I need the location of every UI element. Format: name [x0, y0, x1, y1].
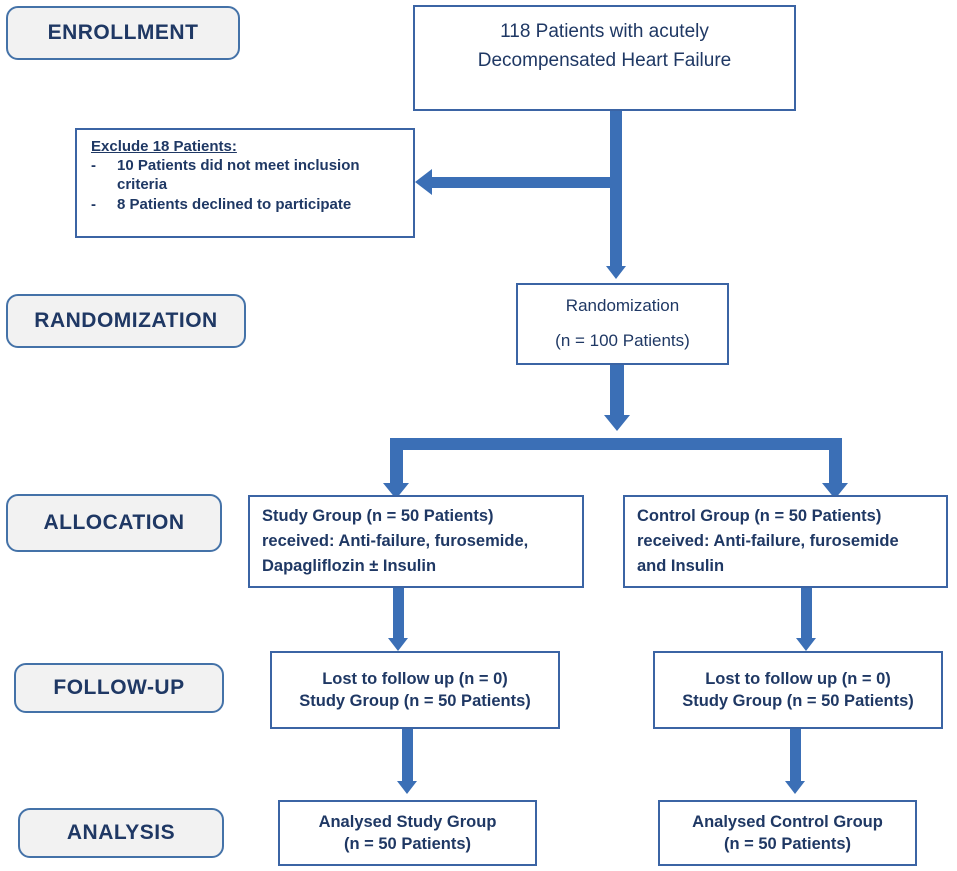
stage-label-analysis: ANALYSIS: [18, 808, 224, 858]
bullet-dash-icon: -: [91, 157, 96, 174]
box-study-group: Study Group (n = 50 Patients) received: …: [248, 495, 584, 588]
box-enrollment-line-2: Decompensated Heart Failure: [477, 50, 732, 72]
box-analysis-control: Analysed Control Group (n = 50 Patients): [658, 800, 917, 866]
connector-line-left-branch: [390, 438, 403, 486]
box-analysis-study-line-1: Analysed Study Group: [318, 812, 497, 831]
box-control-group-line-2: received: Anti-failure, furosemide: [637, 532, 899, 551]
stage-label-analysis-text: ANALYSIS: [66, 821, 176, 844]
connector-line: [610, 365, 624, 417]
exclusion-item: - 10 Patients did not meet inclusion cri…: [91, 157, 403, 195]
arrow-head-down-icon: [397, 781, 417, 794]
arrow-head-down-icon: [388, 638, 408, 651]
box-study-group-line-3: Dapagliflozin ± Insulin: [262, 556, 437, 575]
connector-line: [790, 729, 801, 783]
stage-label-allocation: ALLOCATION: [6, 494, 222, 552]
exclusion-item-text: 10 Patients did not meet inclusion crite…: [117, 157, 360, 193]
box-enrollment-line-1: 118 Patients with acutely: [500, 21, 709, 42]
box-followup-control: Lost to follow up (n = 0) Study Group (n…: [653, 651, 943, 729]
box-randomization-line-1: Randomization: [565, 296, 680, 316]
stage-label-enrollment: ENROLLMENT: [6, 6, 240, 60]
box-analysis-study-line-2: (n = 50 Patients): [344, 835, 471, 853]
box-study-group-line-2: received: Anti-failure, furosemide,: [262, 532, 529, 551]
box-analysis-study: Analysed Study Group (n = 50 Patients): [278, 800, 537, 866]
connector-line: [393, 588, 404, 640]
connector-line-right-branch: [829, 438, 842, 486]
arrow-head-down-icon: [796, 638, 816, 651]
arrow-head-down-icon: [604, 415, 630, 431]
box-control-group-line-3: and Insulin: [637, 556, 725, 575]
box-analysis-control-line-2: (n = 50 Patients): [724, 835, 851, 853]
box-study-group-line-1: Study Group (n = 50 Patients): [262, 507, 494, 526]
box-randomization-line-2: (n = 100 Patients): [555, 331, 690, 350]
box-exclusions: Exclude 18 Patients: - 10 Patients did n…: [75, 128, 415, 238]
connector-line: [402, 729, 413, 783]
box-followup-study-line-1: Lost to follow up (n = 0): [322, 669, 508, 688]
box-control-group: Control Group (n = 50 Patients) received…: [623, 495, 948, 588]
stage-label-followup: FOLLOW-UP: [14, 663, 224, 713]
arrow-head-left-icon: [415, 169, 432, 195]
connector-line: [610, 111, 622, 268]
exclusion-item: - 8 Patients declined to participate: [91, 196, 403, 215]
connector-line: [801, 588, 812, 640]
exclusion-title: Exclude 18 Patients:: [91, 138, 237, 155]
box-analysis-control-line-1: Analysed Control Group: [692, 812, 883, 831]
stage-label-randomization-text: RANDOMIZATION: [34, 309, 218, 332]
bullet-dash-icon: -: [91, 195, 96, 213]
stage-label-randomization: RANDOMIZATION: [6, 294, 246, 348]
box-randomization: Randomization (n = 100 Patients): [516, 283, 729, 365]
box-followup-study-line-2: Study Group (n = 50 Patients): [299, 692, 531, 710]
box-control-group-line-1: Control Group (n = 50 Patients): [637, 507, 882, 526]
stage-label-enrollment-text: ENROLLMENT: [47, 21, 199, 44]
box-followup-control-line-1: Lost to follow up (n = 0): [705, 669, 891, 688]
box-followup-control-line-2: Study Group (n = 50 Patients): [682, 692, 914, 710]
stage-label-allocation-text: ALLOCATION: [43, 511, 185, 534]
connector-line-horizontal: [390, 438, 842, 450]
exclusion-item-text: 8 Patients declined to participate: [117, 195, 352, 213]
stage-label-followup-text: FOLLOW-UP: [53, 676, 185, 699]
box-followup-study: Lost to follow up (n = 0) Study Group (n…: [270, 651, 560, 729]
connector-line: [432, 177, 614, 188]
arrow-head-down-icon: [785, 781, 805, 794]
box-enrollment-total: 118 Patients with acutely Decompensated …: [413, 5, 796, 111]
arrow-head-down-icon: [606, 266, 626, 279]
